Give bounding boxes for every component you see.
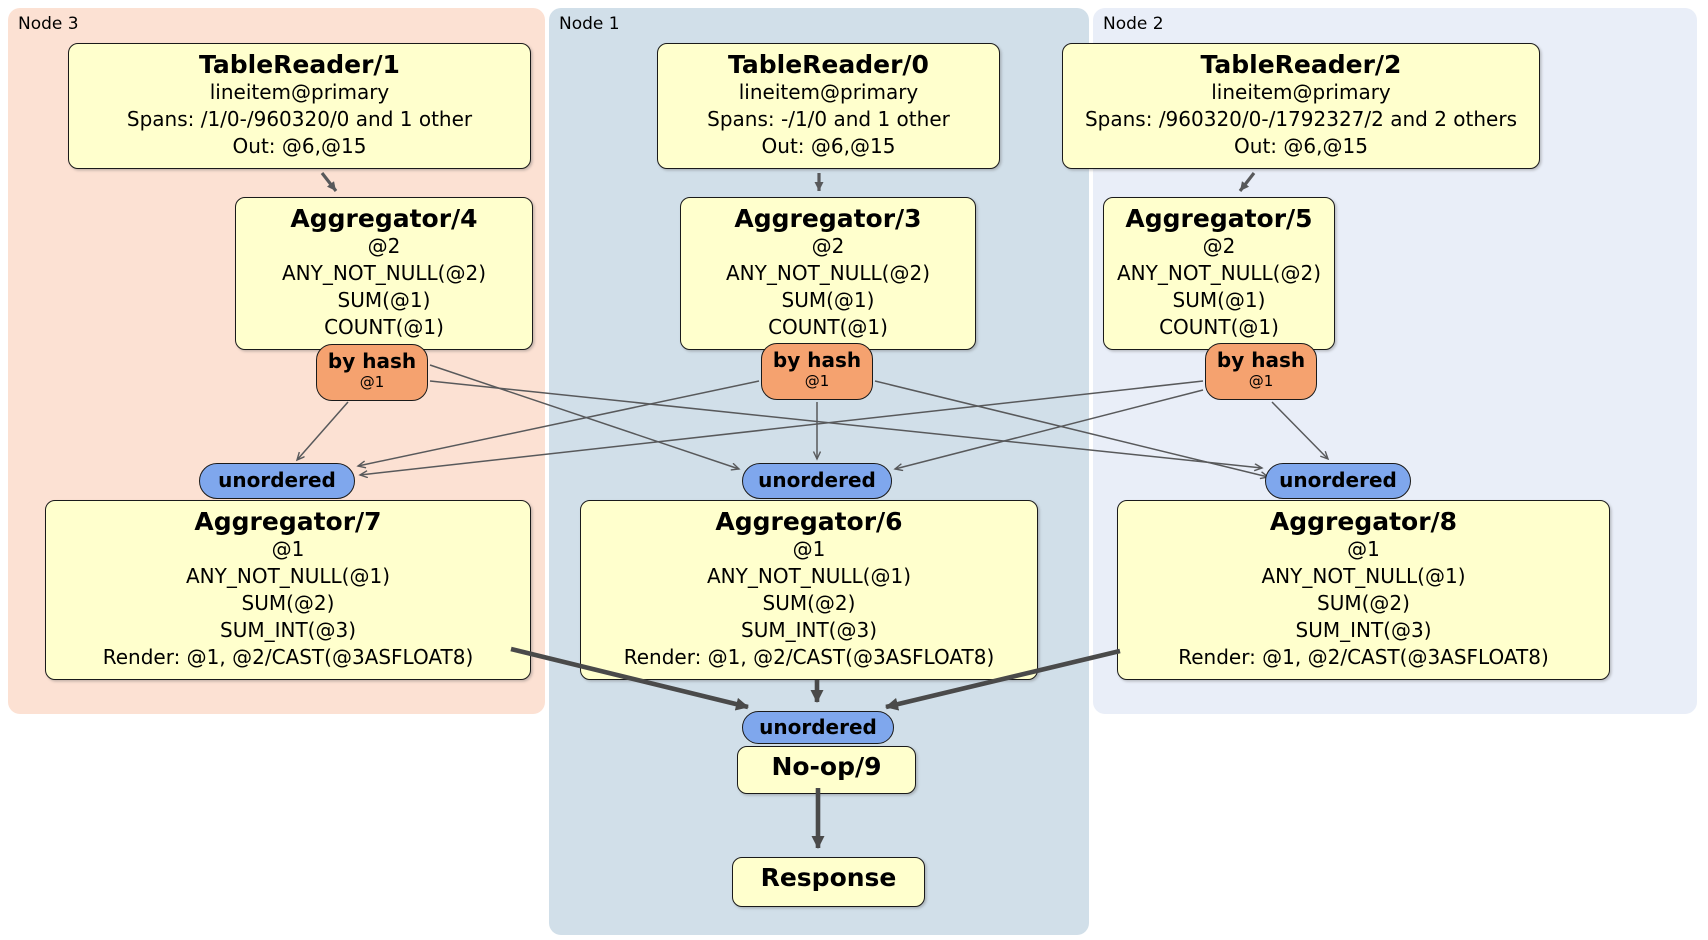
processor-tablereader-1: TableReader/1 lineitem@primary Spans: /1… bbox=[68, 43, 531, 169]
processor-aggfunc: ANY_NOT_NULL(@1) bbox=[186, 564, 390, 588]
router-key: @1 bbox=[1248, 372, 1274, 390]
stream-unordered-final: unordered bbox=[742, 711, 894, 744]
processor-title: Aggregator/5 bbox=[1125, 204, 1313, 233]
processor-aggfunc: ANY_NOT_NULL(@2) bbox=[726, 261, 930, 285]
processor-index: lineitem@primary bbox=[209, 80, 390, 104]
processor-aggfunc: SUM_INT(@3) bbox=[220, 618, 356, 642]
processor-aggfunc: ANY_NOT_NULL(@1) bbox=[1261, 564, 1466, 588]
router-by-hash-node3: by hash @1 bbox=[316, 344, 428, 401]
processor-aggfunc: ANY_NOT_NULL(@2) bbox=[1117, 261, 1321, 285]
processor-groupcols: @1 bbox=[792, 537, 826, 561]
node-3-label: Node 3 bbox=[18, 14, 79, 34]
processor-aggregator-8: Aggregator/8 @1 ANY_NOT_NULL(@1) SUM(@2)… bbox=[1117, 500, 1610, 680]
processor-aggregator-4: Aggregator/4 @2 ANY_NOT_NULL(@2) SUM(@1)… bbox=[235, 197, 533, 350]
processor-groupcols: @2 bbox=[811, 234, 845, 258]
stream-unordered-node1: unordered bbox=[742, 463, 892, 499]
processor-groupcols: @1 bbox=[271, 537, 305, 561]
stream-unordered-node2: unordered bbox=[1265, 463, 1411, 499]
processor-render: Render: @1, @2/CAST(@3ASFLOAT8) bbox=[1178, 645, 1549, 669]
processor-title: Aggregator/8 bbox=[1269, 507, 1458, 536]
processor-title: TableReader/1 bbox=[199, 50, 400, 79]
router-label: by hash bbox=[772, 348, 862, 372]
processor-aggfunc: SUM(@2) bbox=[762, 591, 856, 615]
processor-title: TableReader/2 bbox=[1200, 50, 1402, 79]
processor-title: Response bbox=[760, 863, 897, 892]
processor-aggfunc: COUNT(@1) bbox=[768, 315, 888, 339]
processor-render: Render: @1, @2/CAST(@3ASFLOAT8) bbox=[102, 645, 474, 669]
router-label: by hash bbox=[1216, 348, 1306, 372]
processor-render: Render: @1, @2/CAST(@3ASFLOAT8) bbox=[623, 645, 995, 669]
processor-aggfunc: SUM(@1) bbox=[781, 288, 875, 312]
processor-aggfunc: COUNT(@1) bbox=[324, 315, 444, 339]
processor-aggfunc: SUM(@1) bbox=[337, 288, 431, 312]
stream-unordered-node3: unordered bbox=[199, 463, 355, 499]
processor-aggfunc: SUM_INT(@3) bbox=[1295, 618, 1432, 642]
processor-spans: Spans: /1/0-/960320/0 and 1 other bbox=[126, 107, 473, 131]
processor-title: TableReader/0 bbox=[728, 50, 929, 79]
response-node: Response bbox=[732, 857, 925, 907]
router-key: @1 bbox=[804, 372, 830, 390]
processor-aggregator-3: Aggregator/3 @2 ANY_NOT_NULL(@2) SUM(@1)… bbox=[680, 197, 976, 350]
processor-aggfunc: COUNT(@1) bbox=[1159, 315, 1279, 339]
processor-index: lineitem@primary bbox=[738, 80, 919, 104]
node-1-label: Node 1 bbox=[559, 14, 620, 34]
processor-title: Aggregator/7 bbox=[194, 507, 382, 536]
router-by-hash-node2: by hash @1 bbox=[1205, 343, 1317, 400]
processor-aggregator-6: Aggregator/6 @1 ANY_NOT_NULL(@1) SUM(@2)… bbox=[580, 500, 1038, 680]
router-by-hash-node1: by hash @1 bbox=[761, 343, 873, 400]
processor-spans: Spans: -/1/0 and 1 other bbox=[707, 107, 950, 131]
processor-title: No-op/9 bbox=[771, 752, 882, 781]
router-label: by hash bbox=[327, 349, 417, 373]
processor-title: Aggregator/4 bbox=[290, 204, 478, 233]
processor-title: Aggregator/3 bbox=[734, 204, 922, 233]
processor-tablereader-2: TableReader/2 lineitem@primary Spans: /9… bbox=[1062, 43, 1540, 169]
processor-aggregator-7: Aggregator/7 @1 ANY_NOT_NULL(@1) SUM(@2)… bbox=[45, 500, 531, 680]
processor-groupcols: @1 bbox=[1347, 537, 1380, 561]
processor-groupcols: @2 bbox=[1202, 234, 1236, 258]
processor-aggfunc: ANY_NOT_NULL(@1) bbox=[707, 564, 911, 588]
processor-index: lineitem@primary bbox=[1211, 80, 1391, 104]
node-2-label: Node 2 bbox=[1103, 14, 1164, 34]
processor-aggfunc: SUM_INT(@3) bbox=[741, 618, 877, 642]
processor-out: Out: @6,@15 bbox=[761, 134, 896, 158]
processor-aggfunc: SUM(@1) bbox=[1172, 288, 1266, 312]
processor-aggregator-5: Aggregator/5 @2 ANY_NOT_NULL(@2) SUM(@1)… bbox=[1103, 197, 1335, 350]
processor-out: Out: @6,@15 bbox=[232, 134, 367, 158]
processor-tablereader-0: TableReader/0 lineitem@primary Spans: -/… bbox=[657, 43, 1000, 169]
router-key: @1 bbox=[359, 373, 385, 391]
processor-out: Out: @6,@15 bbox=[1234, 134, 1368, 158]
processor-aggfunc: SUM(@2) bbox=[1317, 591, 1410, 615]
processor-aggfunc: ANY_NOT_NULL(@2) bbox=[282, 261, 486, 285]
processor-noop-9: No-op/9 bbox=[737, 746, 916, 794]
processor-groupcols: @2 bbox=[367, 234, 401, 258]
processor-spans: Spans: /960320/0-/1792327/2 and 2 others bbox=[1084, 107, 1517, 131]
processor-title: Aggregator/6 bbox=[715, 507, 903, 536]
processor-aggfunc: SUM(@2) bbox=[241, 591, 335, 615]
